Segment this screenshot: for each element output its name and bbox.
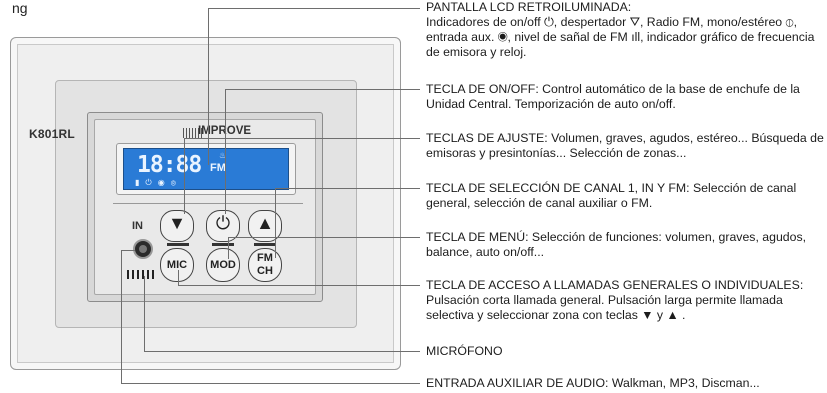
callout-text: Selección de canal general, selección de… [426,181,797,210]
callout-aux-input: ENTRADA AUXILIAR DE AUDIO: Walkman, MP3,… [426,376,826,391]
leader-line [184,138,185,214]
aux-jack-core [139,245,147,253]
callout-text: Selección de funciones: volumen, graves,… [426,230,807,259]
power-icon: ⏻ [215,213,231,233]
leader-line [184,138,420,139]
volume-down-key[interactable]: ▼ [160,210,194,242]
partial-heading: ng [12,0,28,16]
callout-adjust-keys: TECLAS DE AJUSTE: Volumen, graves, agudo… [426,131,826,161]
callout-text: Volumen, graves, agudos, estéreo... Búsq… [426,131,824,160]
power-icon: ⏻ [145,178,158,187]
leader-line [121,383,420,384]
key-tick [254,243,276,246]
callout-text: Indicadores de on/off ⏻, despertador ⛛, … [426,15,815,59]
callout-title: TECLA DE ACCESO A LLAMADAS GENERALES O I… [426,278,804,292]
callout-channel-key: TECLA DE SELECCIÓN DE CANAL 1, IN Y FM: … [426,181,826,211]
microphone-grille [127,270,157,279]
leader-line [121,250,135,251]
aux-input-icon: ◉ [157,178,171,187]
keys-divider [113,203,303,204]
triangle-up-icon: ▲ [256,213,274,233]
in-label: IN [132,220,143,232]
stereo-icon: ⦾ [170,178,182,187]
leader-line [275,188,276,258]
triangle-down-icon: ▼ [168,213,186,233]
callout-lcd: PANTALLA LCD RETROILUMINADA: Indicadores… [426,0,826,60]
mod-key-label: MOD [210,259,236,271]
callout-title: MICRÓFONO [426,344,503,358]
key-tick [212,243,234,246]
lcd-display [123,148,289,190]
mic-key-label: MIC [166,259,188,271]
alarm-icon: ♨ [219,151,227,160]
leader-line [178,285,420,286]
leader-line [228,237,420,238]
callout-call-key: TECLA DE ACCESO A LLAMADAS GENERALES O I… [426,278,826,323]
lcd-band-label: FM [210,162,226,174]
mic-key[interactable]: MIC [160,248,194,282]
callout-on-off: TECLA DE ON/OFF: Control automático de l… [426,82,826,112]
callout-menu-key: TECLA DE MENÚ: Selección de funciones: v… [426,230,826,260]
callout-title: TECLA DE MENÚ: [426,230,529,244]
callout-microphone: MICRÓFONO [426,344,826,359]
callout-text: Walkman, MP3, Discman... [611,376,760,390]
mod-key[interactable]: MOD [206,248,240,282]
lcd-indicator-icons: ▮⏻◉⦾ [135,178,182,188]
callout-title: TECLA DE ON/OFF: [426,82,539,96]
leader-line [144,276,145,351]
volume-up-key[interactable]: ▲ [248,210,282,242]
brand-label: IMPROVE [198,125,251,137]
leader-line [121,250,122,383]
fm-ch-key[interactable]: FM CH [248,248,282,282]
leader-line [225,89,226,214]
callout-text: Control automático de la base de enchufe… [426,82,800,111]
callout-text: Pulsación corta llamada general. Pulsaci… [426,293,783,322]
callout-title: PANTALLA LCD RETROILUMINADA: [426,0,632,14]
fm-key-label: FM [257,252,273,264]
callout-title: TECLA DE SELECCIÓN DE CANAL 1, IN Y FM: [426,181,690,195]
signal-bars-icon: ▮ [135,178,146,187]
control-module [87,112,323,302]
lcd-clock-digits: 18:88 [137,152,202,178]
leader-line [208,8,420,9]
leader-line [178,270,179,285]
leader-line [225,89,420,90]
power-key[interactable]: ⏻ [206,210,240,242]
leader-line [184,138,185,139]
model-label: K801RL [29,127,75,141]
key-tick [167,243,189,246]
leader-line [275,188,420,189]
callout-title: ENTRADA AUXILIAR DE AUDIO: [426,376,609,390]
brand-logo-bars [183,128,203,138]
callout-title: TECLAS DE AJUSTE: [426,131,548,145]
leader-line [144,351,420,352]
leader-line [208,8,209,165]
ch-key-label: CH [257,265,273,277]
leader-line [228,237,229,259]
